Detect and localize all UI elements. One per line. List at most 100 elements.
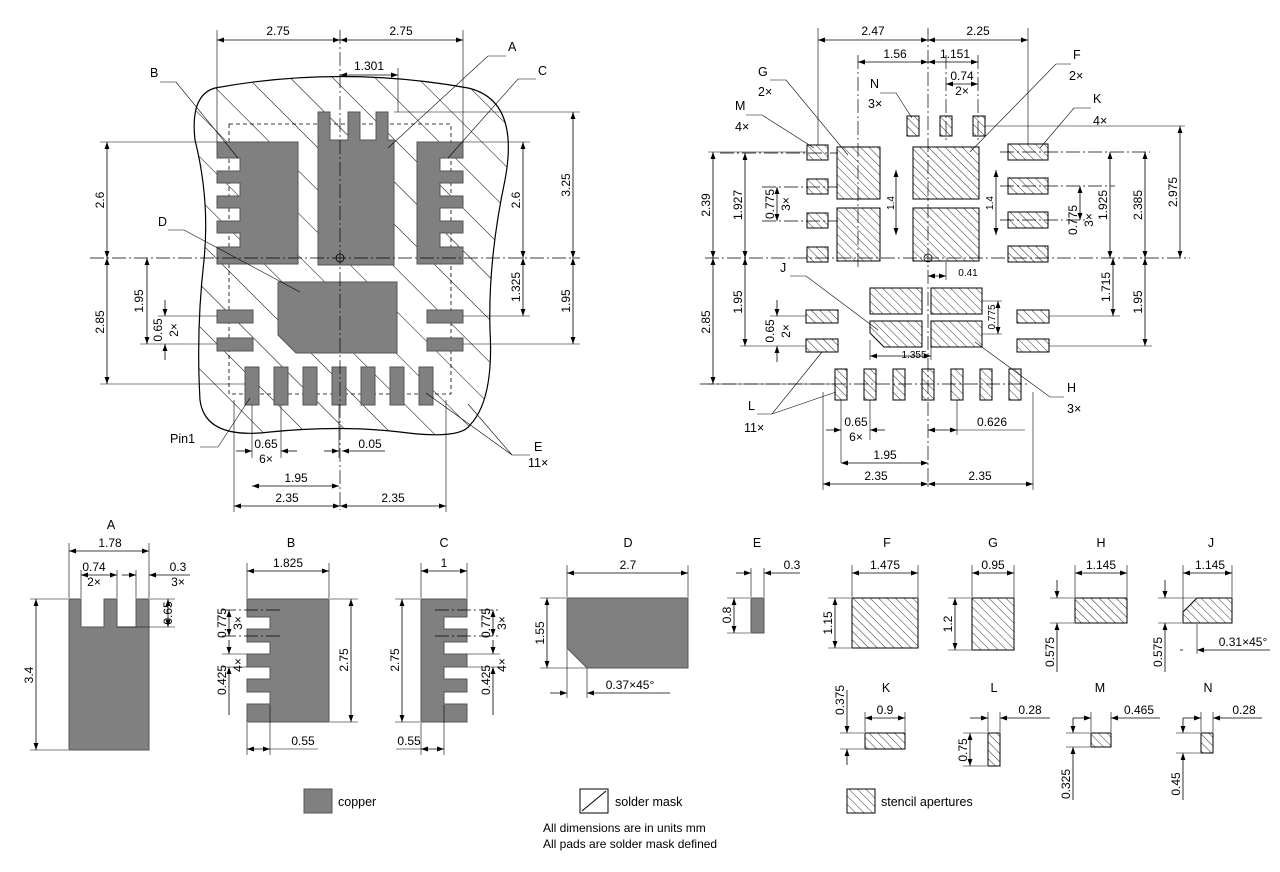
dim-n-pitch: 0.74 xyxy=(950,69,974,83)
detail-b-w: 1.825 xyxy=(273,556,303,570)
label-n: N xyxy=(870,77,879,91)
aperture-l xyxy=(921,368,935,401)
label-c: C xyxy=(538,64,547,78)
aperture-f xyxy=(912,207,980,262)
dim-l-off: 0.626 xyxy=(977,415,1007,429)
note-pads: All pads are solder mask defined xyxy=(543,837,717,851)
detail-c-p1-n: 3× xyxy=(495,616,509,630)
detail-d-w: 2.7 xyxy=(620,558,637,572)
dim-b-pitch: 0.65 xyxy=(254,437,278,451)
detail-m-w: 0.465 xyxy=(1124,703,1154,717)
label-pin1: Pin1 xyxy=(170,432,195,446)
dim-h-up-l: 2.6 xyxy=(93,191,107,208)
label-e-n: 11× xyxy=(528,456,548,470)
dim-pitch-l-r: 0.65 xyxy=(763,319,777,343)
dim-l-pitch: 0.65 xyxy=(844,415,868,429)
detail-g-title: G xyxy=(988,536,998,550)
detail-e-w: 0.3 xyxy=(784,558,801,572)
aperture-k xyxy=(1007,245,1049,263)
dim-n-pitch-n: 2× xyxy=(955,84,969,98)
dim-h-r-dn: 1.715 xyxy=(1099,272,1113,302)
dim-pitch-l-n: 2× xyxy=(167,323,181,337)
label-g: G xyxy=(758,65,768,79)
aperture-l xyxy=(1008,368,1022,401)
detail-a-w3-n: 3× xyxy=(171,575,185,589)
pad-a xyxy=(317,111,395,266)
pad-c xyxy=(416,141,464,265)
label-m-n: 4× xyxy=(735,120,749,134)
dim-m-pitch-n: 3× xyxy=(779,197,793,211)
dim-b-w-r-r: 2.35 xyxy=(968,469,992,483)
detail-a: A 1.78 0.74 2× 0.3 3× 0.65 3.4 xyxy=(22,518,190,751)
detail-a-d: 0.65 xyxy=(161,601,175,625)
aperture-h xyxy=(930,320,983,348)
dim-k-pitch: 0.775 xyxy=(1066,205,1080,235)
detail-c-h: 2.75 xyxy=(388,648,402,672)
legend-copper-swatch xyxy=(303,788,333,814)
aperture-h xyxy=(930,287,983,315)
dim-w-right: 2.75 xyxy=(389,24,413,38)
detail-b-h: 2.75 xyxy=(337,648,351,672)
pad-e xyxy=(418,366,434,406)
pad-e xyxy=(426,337,464,352)
aperture-m xyxy=(806,144,829,161)
pad-e xyxy=(244,366,260,406)
dim-f-off: 1.151 xyxy=(940,47,970,61)
dim-k-pitch-n: 3× xyxy=(1082,213,1096,227)
aperture-e xyxy=(1016,338,1050,353)
detail-b-s: 0.55 xyxy=(291,734,315,748)
dim-h-r-up3: 2.975 xyxy=(1166,177,1180,207)
aperture-e xyxy=(805,309,839,324)
detail-c-p1: 0.775 xyxy=(479,608,493,638)
pad-e xyxy=(302,366,318,406)
aperture-g xyxy=(836,146,881,200)
detail-a-w: 1.78 xyxy=(98,536,122,550)
dim-ap-h2: 1.4 xyxy=(985,196,996,210)
aperture-h xyxy=(869,287,923,315)
detail-d-title: D xyxy=(623,536,632,550)
dim-pitch-l-r-n: 2× xyxy=(779,324,793,338)
legend-stencil-swatch xyxy=(846,788,876,814)
dim-d-in-l: 1.95 xyxy=(132,289,146,313)
detail-j-h: 0.575 xyxy=(1151,637,1165,667)
legend-solder-mask-label: solder mask xyxy=(615,795,683,809)
label-j: J xyxy=(780,261,786,275)
dim-pitch-l: 0.65 xyxy=(151,318,165,342)
detail-a-w2: 0.74 xyxy=(82,560,106,574)
detail-c: C 1 2.75 0.775 3× 0.425 4× 0.55 xyxy=(388,536,509,755)
label-m: M xyxy=(735,99,745,113)
detail-l-title: L xyxy=(991,681,998,695)
aperture-e xyxy=(805,338,839,353)
dim-h-l-up2: 1.927 xyxy=(731,190,745,220)
detail-c-s: 0.55 xyxy=(397,734,421,748)
copper-solder-mask-view: 2.75 2.75 1.301 2.6 2.85 1.95 0.65 2× 2.… xyxy=(90,24,580,512)
dim-w-l: 2.47 xyxy=(861,24,885,38)
aperture-l xyxy=(834,368,848,401)
detail-f-title: F xyxy=(883,536,891,550)
detail-m: M 0.465 0.325 xyxy=(1059,681,1160,800)
detail-f-h: 1.15 xyxy=(821,611,835,635)
dim-h-l-dn: 2.85 xyxy=(699,310,713,334)
detail-m-h: 0.325 xyxy=(1059,769,1073,799)
stencil-view: 2.47 2.25 1.56 1.151 0.74 2× 2.39 2.85 1… xyxy=(699,24,1190,490)
detail-e-h: 0.8 xyxy=(720,606,734,623)
detail-m-title: M xyxy=(1095,681,1105,695)
dim-b-span: 1.95 xyxy=(284,471,308,485)
detail-d-ch: 0.37×45° xyxy=(606,678,655,692)
dim-h-l-dn2: 1.95 xyxy=(731,290,745,314)
dim-h-up-r2: 3.25 xyxy=(559,173,573,197)
dim-h-l-up: 2.39 xyxy=(699,193,713,217)
dim-h-up-r: 2.6 xyxy=(509,191,523,208)
detail-l-w: 0.28 xyxy=(1018,703,1042,717)
detail-b-p1: 0.775 xyxy=(215,608,229,638)
pad-e xyxy=(389,366,405,406)
aperture-g xyxy=(836,207,881,262)
label-n-n: 3× xyxy=(868,97,882,111)
detail-g: G 0.95 1.2 xyxy=(941,536,1015,651)
detail-f: F 1.475 1.15 xyxy=(821,536,919,649)
dim-b-w-l: 2.35 xyxy=(275,491,299,505)
label-e: E xyxy=(534,440,542,454)
aperture-m xyxy=(806,178,829,195)
dim-d-r2: 1.95 xyxy=(559,289,573,313)
